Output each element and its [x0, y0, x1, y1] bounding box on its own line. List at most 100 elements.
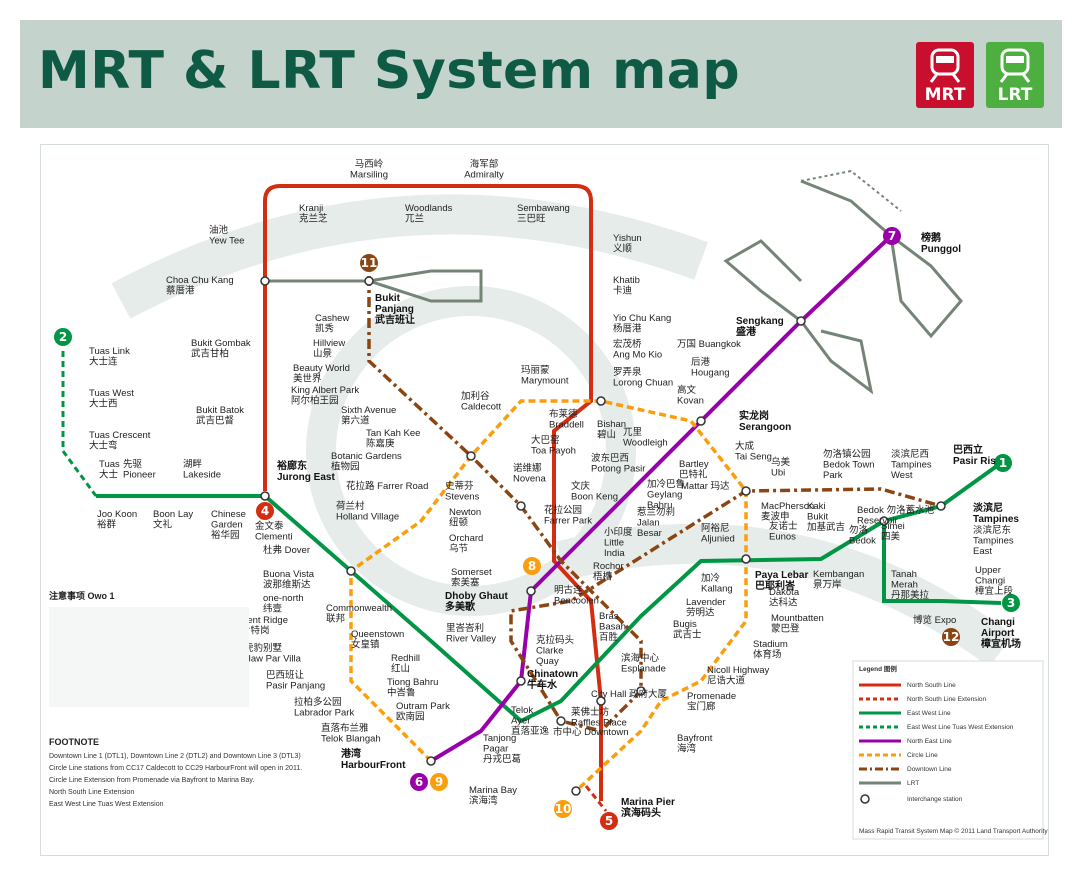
east-west-changi-branch: [882, 521, 1002, 605]
legend-panel: Legend 图例 North South Line North South L…: [852, 660, 1048, 840]
line-number-10: 10: [555, 802, 572, 816]
legend-item-ewl: East West Line: [907, 710, 951, 717]
north-east-line: [429, 234, 893, 763]
north-south-extension: [584, 785, 608, 812]
footnote-line-5: East West Line Tuas West Extension: [49, 801, 164, 808]
east-west-tuas-extension: [61, 351, 98, 497]
legend-item-nel: North East Line: [907, 738, 952, 745]
line-number-7: 7: [888, 229, 896, 243]
punggol-lrt-future: [800, 169, 902, 212]
map-copyright: Mass Rapid Transit System Map © 2011 Lan…: [859, 827, 1048, 835]
station-farrer-road: 花拉路 Farrer Road: [346, 480, 428, 492]
line-number-5: 5: [605, 814, 613, 828]
line-number-9: 9: [435, 775, 443, 789]
sengkang-lrt: [723, 239, 874, 395]
line-number-4: 4: [261, 504, 269, 518]
legend-item-nsl-ext: North South Line Extension: [907, 696, 987, 703]
map-header: MRT & LRT System map MRT LRT: [20, 20, 1062, 128]
line-number-2: 2: [59, 330, 67, 344]
lrt-badge-label: LRT: [997, 85, 1033, 105]
east-west-line: [96, 461, 1003, 724]
circle-line: [349, 399, 748, 793]
legend-item-nsl: North South Line: [907, 682, 956, 689]
line-number-3: 3: [1007, 596, 1015, 610]
line-number-markers: 1 2 3 4 5 6 7 8 9 10 11 12: [54, 227, 1020, 830]
mrt-train-icon: [929, 48, 961, 83]
notes-panel: 注意事项 Owo 1 FOOTNOTE Downtown Line 1 (DTL…: [49, 590, 302, 808]
line-number-6: 6: [415, 775, 423, 789]
mrt-badge: MRT: [916, 42, 974, 108]
notes-heading: 注意事项 Owo 1: [49, 590, 115, 601]
line-number-11: 11: [361, 256, 378, 270]
legend-title: Legend 图例: [859, 664, 897, 673]
line-number-8: 8: [528, 559, 536, 573]
lrt-train-icon: [999, 48, 1031, 83]
line-number-1: 1: [999, 456, 1007, 470]
page-title: MRT & LRT System map: [38, 41, 741, 101]
